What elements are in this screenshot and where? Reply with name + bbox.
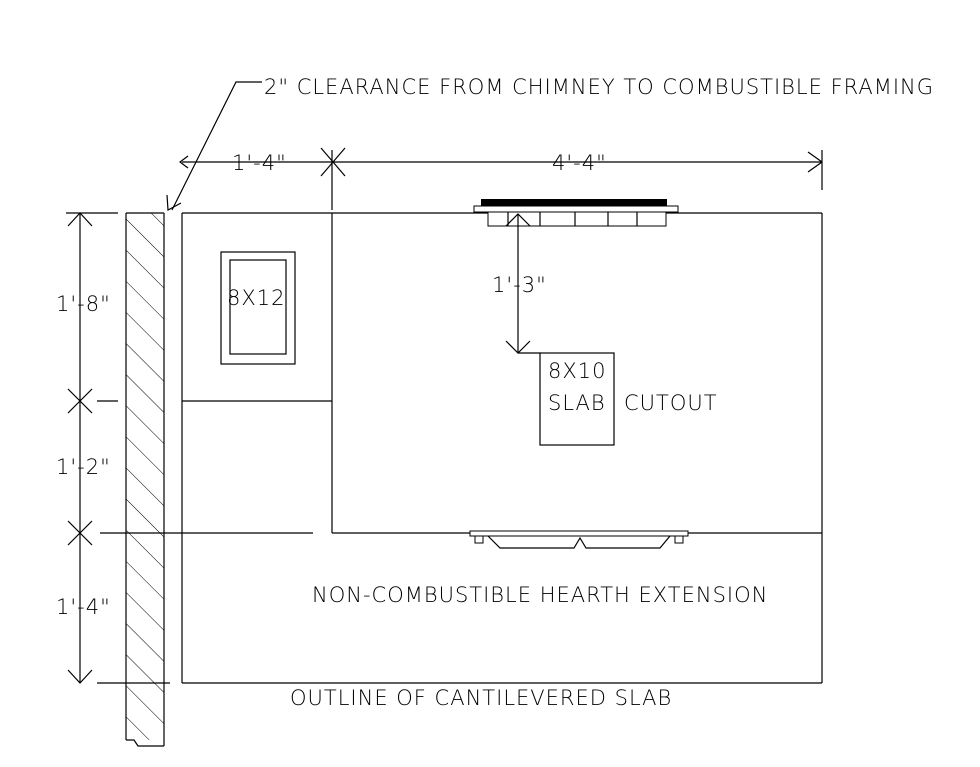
dimension-left-lower: 1'-4": [56, 595, 111, 619]
dimension-top-left: 1'-4": [232, 151, 287, 175]
left-dimension-lines: [66, 212, 118, 684]
slab-cutout-box: [539, 352, 615, 446]
fireplace-symbol-top: [473, 199, 679, 227]
slab-outline: [97, 212, 823, 684]
dimension-left-upper: 1'-8": [56, 292, 111, 316]
cutout-slab-label: SLAB: [548, 391, 606, 415]
cutout-offset-dimension: [505, 213, 540, 354]
clearance-leader: [166, 81, 262, 211]
hearth-extension-label: NON-COMBUSTIBLE HEARTH EXTENSION: [312, 583, 768, 607]
chimney-wall: [125, 212, 165, 747]
cutout-word-label: CUTOUT: [624, 391, 718, 415]
dimension-cutout-offset: 1'-3": [492, 273, 547, 297]
fireplace-symbol-bottom: [469, 530, 689, 549]
dimension-top-right: 4'-4": [552, 151, 607, 175]
clearance-note: 2" CLEARANCE FROM CHIMNEY TO COMBUSTIBLE…: [264, 75, 934, 99]
slab-outline-label: OUTLINE OF CANTILEVERED SLAB: [290, 686, 672, 710]
flue-size-label: 8X12: [227, 286, 285, 310]
top-dimension-lines: [179, 147, 823, 210]
cutout-size-label: 8X10: [548, 359, 606, 383]
dimension-left-middle: 1'-2": [56, 455, 111, 479]
flue-box: [220, 251, 296, 365]
